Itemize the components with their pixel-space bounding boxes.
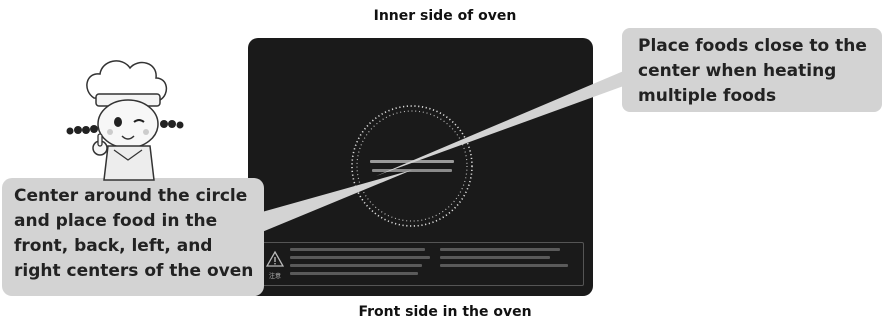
callout-right-box: Place foods close to the center when hea… bbox=[622, 28, 882, 112]
callout-left-line-2: and place food in the bbox=[14, 211, 218, 231]
top-caption: Inner side of oven bbox=[373, 8, 517, 24]
callout-right-line-1: Place foods close to the bbox=[638, 36, 867, 56]
callout-right-line-3: multiple foods bbox=[638, 86, 777, 106]
warning-text-block bbox=[290, 248, 580, 282]
callout-left-line-3: front, back, left, and bbox=[14, 236, 213, 256]
callout-right-line-2: center when heating bbox=[638, 61, 837, 81]
bottom-caption: Front side in the oven bbox=[358, 304, 532, 320]
callout-left-box: Center around the circle and place food … bbox=[2, 178, 264, 296]
chef-mascot-illustration bbox=[66, 60, 184, 181]
callout-left-line-4: right centers of the oven bbox=[14, 261, 254, 281]
warning-word: 注意 bbox=[268, 273, 281, 280]
callout-left-line-1: Center around the circle bbox=[14, 186, 248, 206]
warning-triangle-icon bbox=[266, 250, 284, 267]
center-instruction-text bbox=[362, 156, 462, 180]
